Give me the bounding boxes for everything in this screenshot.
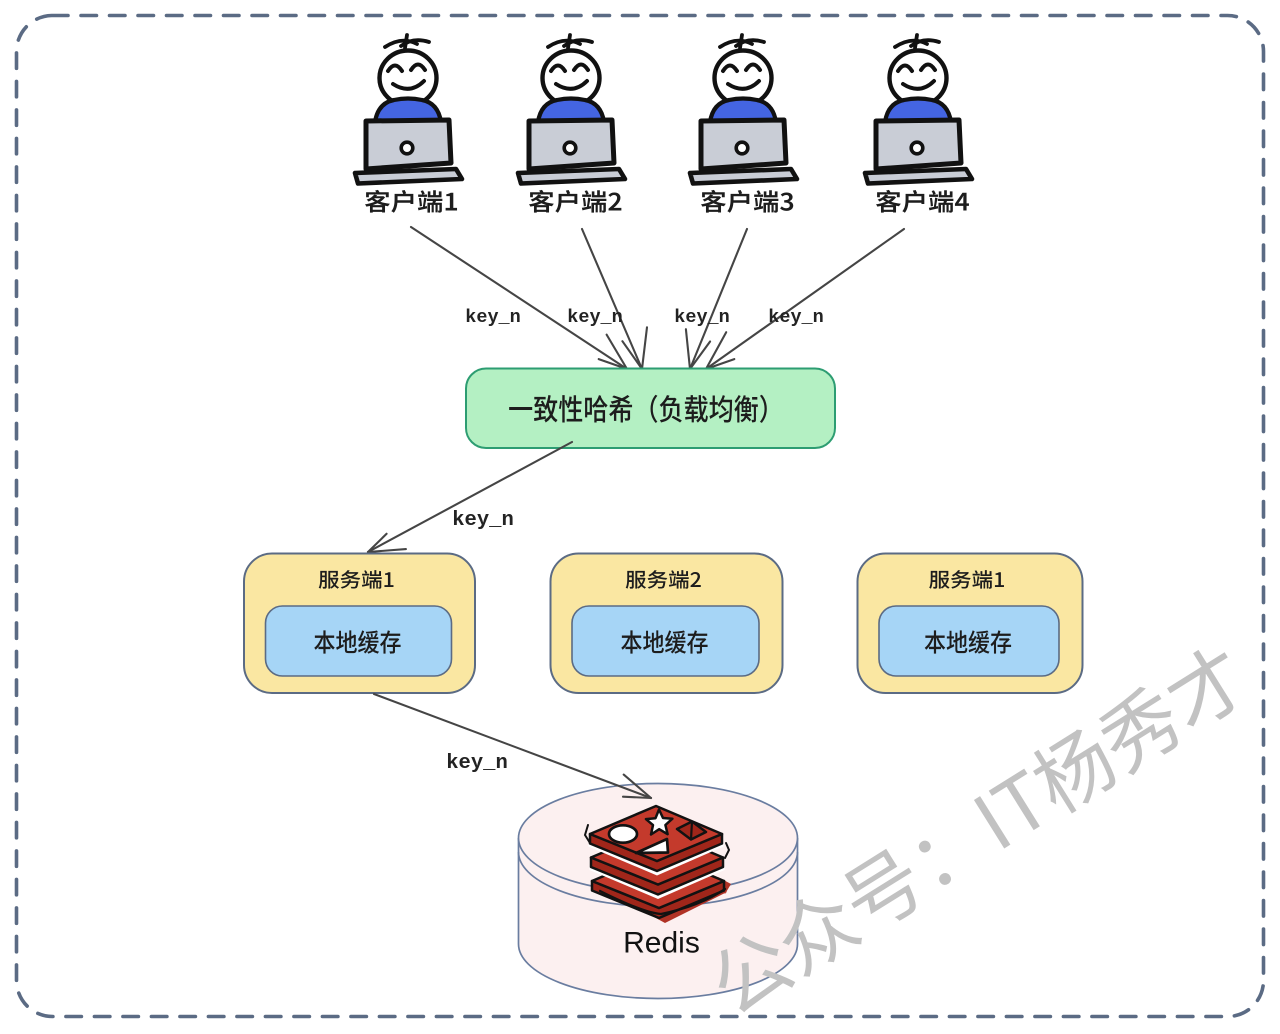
svg-text:key_n: key_n xyxy=(768,307,824,328)
svg-text:key_n: key_n xyxy=(674,307,730,328)
svg-text:key_n: key_n xyxy=(446,752,508,775)
svg-text:key_n: key_n xyxy=(567,307,623,328)
svg-text:Redis: Redis xyxy=(623,927,700,960)
svg-text:key_n: key_n xyxy=(452,509,514,532)
svg-text:key_n: key_n xyxy=(465,307,521,328)
